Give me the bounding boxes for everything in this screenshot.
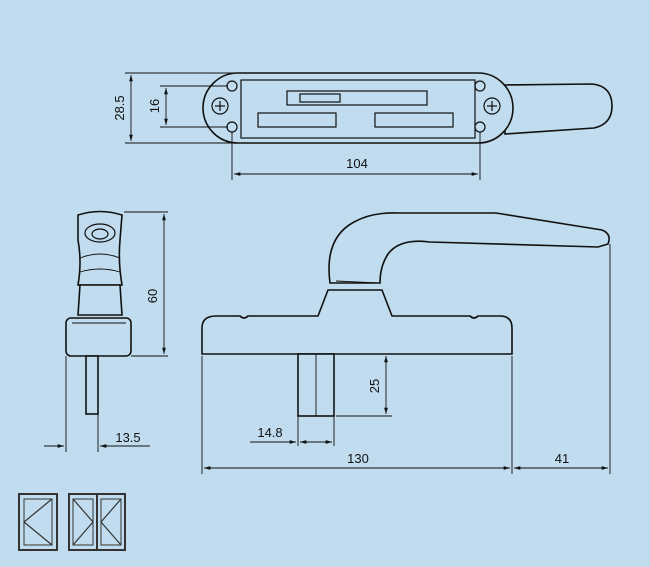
dim-top-height-outer: 28.5 (112, 95, 127, 120)
side-view-spindle (85, 355, 99, 415)
top-view-slot-top (286, 90, 428, 106)
side-view: 60 13.5 (44, 210, 168, 452)
top-view-hole (474, 80, 486, 92)
screw-icon (211, 97, 229, 115)
casement-window-single-icon (18, 493, 58, 551)
top-view: 28.5 16 104 (112, 72, 613, 180)
top-view-base-plate (202, 72, 514, 144)
side-view-neck (77, 284, 123, 316)
top-view-lever (504, 83, 613, 135)
top-view-slot-left (257, 112, 337, 128)
top-view-slot-top-core (299, 93, 341, 103)
dim-lever-length: 41 (555, 451, 569, 466)
front-view: 25 14.8 130 41 (201, 212, 611, 474)
dim-top-height-inner: 16 (147, 99, 162, 113)
dim-side-width: 13.5 (115, 430, 140, 445)
top-view-inner-frame (240, 79, 476, 139)
front-view-lever-arm (328, 212, 610, 284)
casement-window-double-icon (68, 493, 126, 551)
front-view-base (201, 289, 513, 355)
dim-spindle-offset: 14.8 (257, 425, 282, 440)
top-view-slot-right (374, 112, 454, 128)
side-view-handle-head (77, 210, 123, 286)
dim-base-length: 130 (347, 451, 369, 466)
dim-top-width: 104 (346, 156, 368, 171)
side-view-base (65, 317, 132, 357)
dim-spindle-height: 25 (367, 379, 382, 393)
dim-side-height: 60 (145, 289, 160, 303)
screw-icon (483, 97, 501, 115)
